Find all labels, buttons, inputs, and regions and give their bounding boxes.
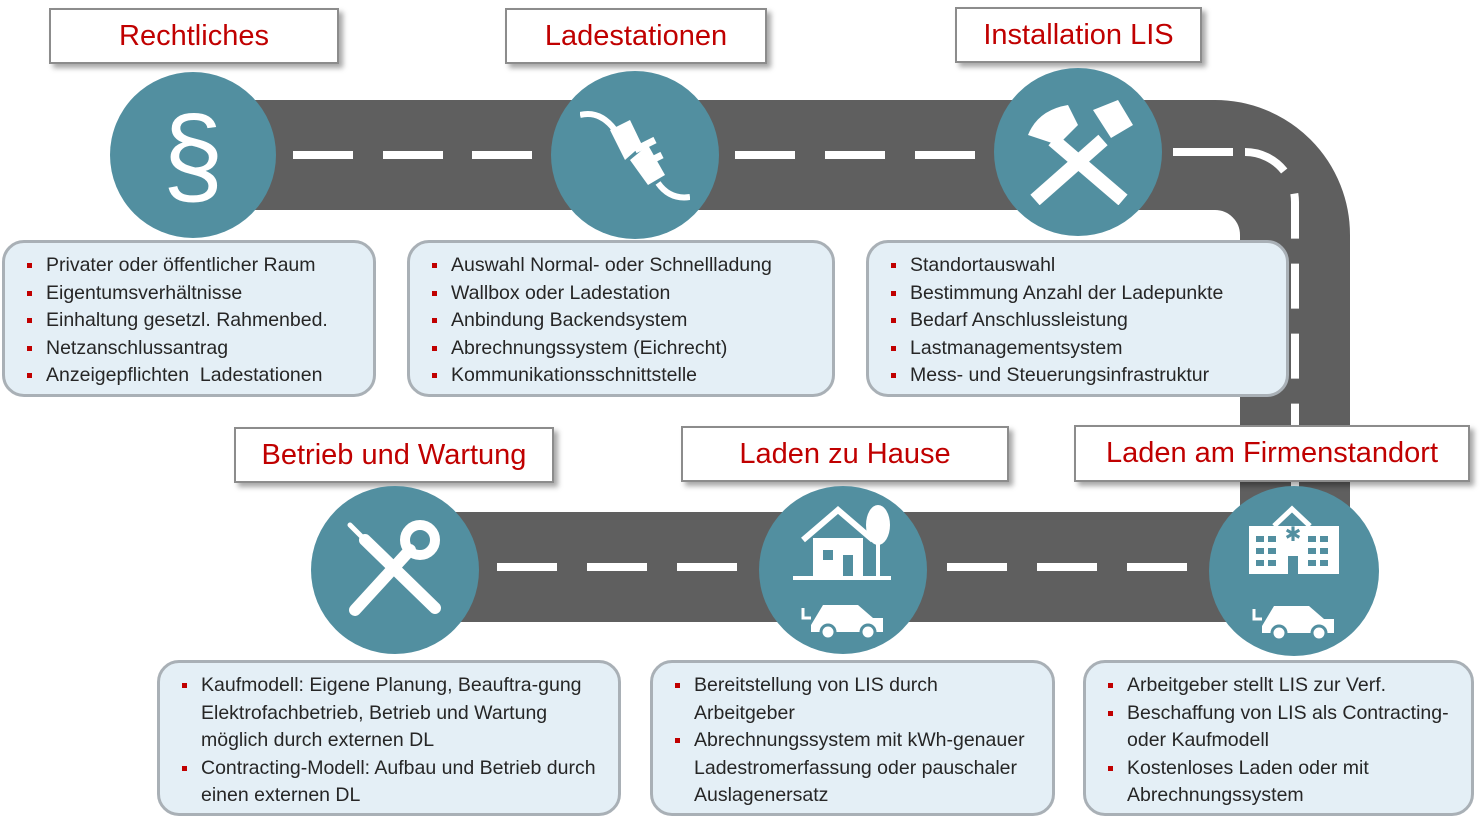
list-item: Abrechnungssystem (Eichrecht) (432, 335, 822, 363)
svg-text:✱: ✱ (1285, 524, 1302, 546)
stage-title-laden-zu-hause: Laden zu Hause (681, 426, 1009, 482)
stage-title-ladestationen: Ladestationen (505, 8, 767, 64)
stage-circle-betrieb-und-wartung (311, 486, 479, 654)
list-item: Kaufmodell: Eigene Planung, Beauftra-gun… (182, 672, 608, 755)
list-item: Kommunikationsschnittstelle (432, 362, 822, 390)
tools-icon (347, 520, 441, 616)
stage-title-betrieb-und-wartung: Betrieb und Wartung (234, 427, 554, 483)
stage-circle-ladestationen (551, 71, 719, 239)
list-item: Standortauswahl (891, 252, 1276, 280)
stage-title-laden-am-firmenstandort: Laden am Firmenstandort (1074, 425, 1470, 482)
list-item: Bereitstellung von LIS durch Arbeitgeber (675, 672, 1042, 727)
svg-text:§: § (162, 105, 223, 205)
building-car-icon: ✱ (1249, 505, 1339, 641)
stage-circle-laden-am-firmenstandort: ✱ (1209, 486, 1379, 656)
list-item: Bestimmung Anzahl der Ladepunkte (891, 280, 1276, 308)
list-item: Einhaltung gesetzl. Rahmenbed. (27, 307, 363, 335)
list-item: Wallbox oder Ladestation (432, 280, 822, 308)
stage-circle-installation-lis (994, 68, 1162, 236)
stage-box-laden-zu-hause: Bereitstellung von LIS durch Arbeitgeber… (650, 660, 1055, 816)
list-item: Arbeitgeber stellt LIS zur Verf. (1108, 672, 1461, 700)
stage-title-installation-lis: Installation LIS (955, 7, 1202, 63)
stage-circle-laden-zu-hause (759, 486, 927, 654)
list-item: Privater oder öffentlicher Raum (27, 252, 363, 280)
list-item: Eigentumsverhältnisse (27, 280, 363, 308)
list-item: Contracting-Modell: Aufbau und Betrieb d… (182, 755, 608, 810)
list-item: Anzeigepflichten Ladestationen (27, 362, 363, 390)
list-item: Anbindung Backendsystem (432, 307, 822, 335)
stage-circle-rechtliches: § (110, 72, 276, 238)
stage-box-laden-am-firmenstandort: Arbeitgeber stellt LIS zur Verf.Beschaff… (1083, 660, 1474, 816)
list-item: Netzanschlussantrag (27, 335, 363, 363)
stage-title-rechtliches: Rechtliches (49, 8, 339, 64)
list-item: Auswahl Normal- oder Schnellladung (432, 252, 822, 280)
hammer-pick-icon (1028, 99, 1133, 205)
list-item: Beschaffung von LIS als Contracting- ode… (1108, 700, 1461, 755)
list-item: Bedarf Anschlussleistung (891, 307, 1276, 335)
road-markings (293, 148, 1299, 571)
list-item: Abrechnungssystem mit kWh-genauer Ladest… (675, 727, 1042, 810)
list-item: Mess- und Steuerungsinfrastruktur (891, 362, 1276, 390)
house-car-icon (793, 505, 891, 640)
list-item: Kostenloses Laden oder mit Abrechnungssy… (1108, 755, 1461, 810)
stage-box-betrieb-und-wartung: Kaufmodell: Eigene Planung, Beauftra-gun… (157, 660, 621, 816)
paragraph-icon: § (162, 105, 223, 205)
plug-icon (580, 111, 690, 201)
list-item: Lastmanagementsystem (891, 335, 1276, 363)
